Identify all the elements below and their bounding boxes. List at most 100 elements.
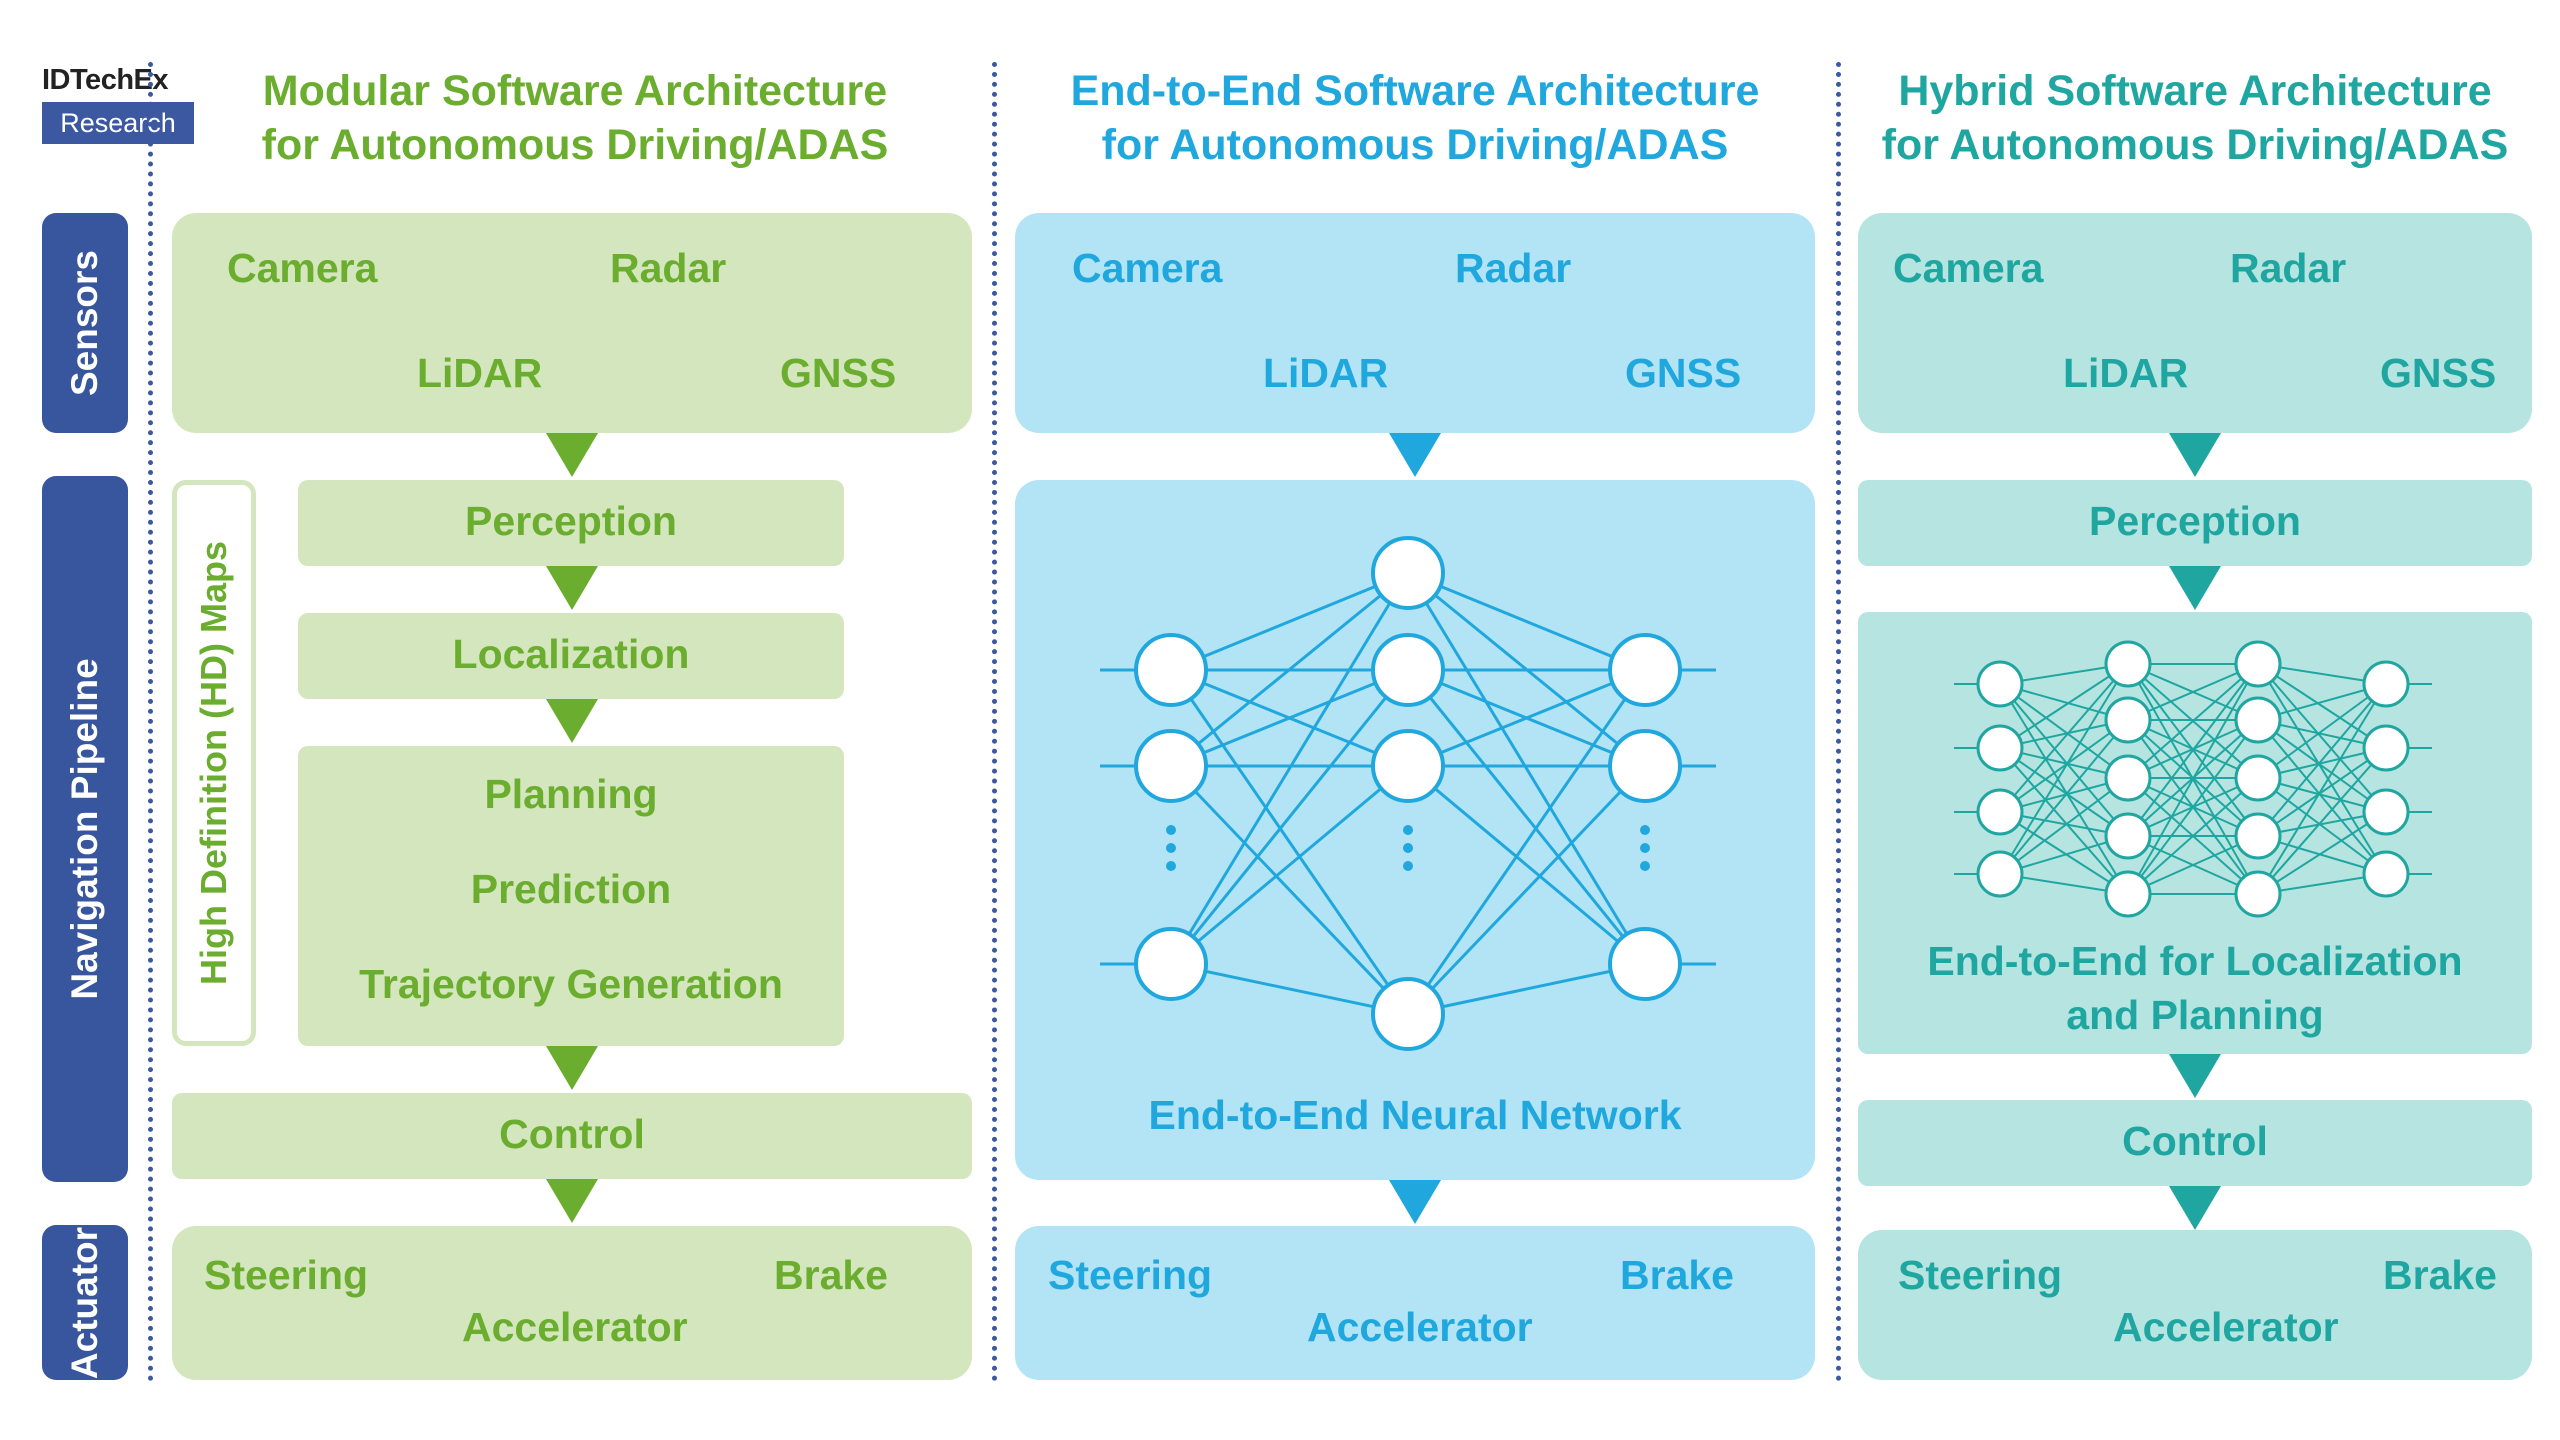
nn-connection (1170, 962, 1409, 1016)
modular-sensor-camera: Camera (227, 245, 378, 291)
e2e-actuator-brake: Brake (1620, 1252, 1734, 1298)
divider-middle (992, 62, 997, 1382)
nn-node (2234, 870, 2282, 918)
nn-connection (1170, 571, 1409, 672)
nn-connection (2257, 683, 2387, 779)
nn-node (2104, 754, 2152, 802)
hybrid-control-box: Control (1858, 1100, 2532, 1186)
nn-node (2362, 850, 2410, 898)
modular-sensor-gnss: GNSS (780, 350, 897, 396)
nn-connection (1406, 669, 1647, 965)
nn-ellipsis-dot (1640, 843, 1650, 853)
modular-heading-line2: for Autonomous Driving/ADAS (261, 121, 889, 169)
hybrid-perception-label: Perception (2089, 498, 2301, 544)
nn-node (1371, 977, 1445, 1051)
e2e-heading-line2: for Autonomous Driving/ADAS (1101, 121, 1729, 169)
nn-connection (2127, 663, 2259, 779)
nn-connection (2257, 663, 2387, 813)
nn-node (1134, 927, 1208, 1001)
hybrid-sensor-radar: Radar (2230, 245, 2347, 291)
nn-connection (2257, 747, 2387, 837)
modular-heading-line1: Modular Software Architecture (262, 67, 888, 115)
side-label-actuator: Actuator (42, 1225, 128, 1380)
e2e-sensors-box: Camera Radar LiDAR GNSS (1015, 213, 1815, 433)
modular-arrow-5 (546, 1179, 598, 1223)
e2e-sensor-radar: Radar (1455, 245, 1572, 291)
nn-connection (1999, 683, 2129, 895)
e2e-sensor-camera: Camera (1072, 245, 1223, 291)
nn-connection (2127, 777, 2259, 895)
modular-localization-box: Localization (298, 613, 844, 699)
nn-connection (1999, 811, 2129, 895)
nn-connection (1406, 764, 1647, 1016)
nn-node (1608, 927, 1682, 1001)
hybrid-arrow-3 (2169, 1054, 2221, 1098)
modular-planning-label: Planning (484, 771, 658, 817)
logo-research: Research (42, 102, 194, 144)
hybrid-e2e-label-line2: and Planning (2066, 992, 2324, 1038)
nn-connection (1170, 668, 1409, 768)
nn-connection (1169, 669, 1410, 965)
divider-right (1836, 62, 1841, 1382)
e2e-neural-network-icon (1100, 536, 1716, 1051)
nn-connection (2257, 663, 2387, 875)
nn-node (2104, 640, 2152, 688)
side-label-sensors: Sensors (42, 213, 128, 433)
nn-node (2234, 754, 2282, 802)
hybrid-sensor-gnss: GNSS (2380, 350, 2497, 396)
nn-connection (1407, 571, 1646, 672)
nn-ellipsis-dot (1640, 825, 1650, 835)
nn-node (1371, 536, 1445, 610)
modular-arrow-3 (546, 699, 598, 743)
e2e-arrow-2 (1389, 1180, 1441, 1224)
hybrid-sensor-camera: Camera (1893, 245, 2044, 291)
nn-connection (1999, 663, 2129, 875)
nn-connection (2257, 719, 2387, 813)
hybrid-control-label: Control (2122, 1118, 2268, 1164)
nn-connection (1999, 747, 2129, 895)
e2e-actuator-box: Steering Brake Accelerator (1015, 1226, 1815, 1380)
e2e-heading-line1: End-to-End Software Architecture (1070, 67, 1760, 115)
divider-left (148, 62, 153, 1382)
modular-actuator-accelerator: Accelerator (462, 1304, 688, 1350)
nn-ellipsis-dot (1640, 861, 1650, 871)
modular-planning-box: Planning Prediction Trajectory Generatio… (298, 746, 844, 1046)
hybrid-heading: Hybrid Software Architecture for Autonom… (1855, 64, 2535, 172)
modular-control-label: Control (499, 1111, 645, 1157)
modular-prediction-label: Prediction (470, 866, 672, 912)
nn-ellipsis-dot (1166, 825, 1176, 835)
nn-connection (1999, 663, 2129, 813)
nn-node (2234, 696, 2282, 744)
modular-sensors-box: Camera Radar LiDAR GNSS (172, 213, 972, 433)
nn-connection (2127, 663, 2259, 837)
nn-node (2362, 788, 2410, 836)
nn-connection (1169, 764, 1410, 1016)
nn-node (2362, 724, 2410, 772)
modular-sensor-lidar: LiDAR (417, 350, 543, 396)
hybrid-arrow-4 (2169, 1186, 2221, 1230)
side-label-pipeline: Navigation Pipeline (42, 476, 128, 1182)
modular-hd-maps-box: High Definition (HD) Maps (172, 480, 256, 1046)
nn-node (2362, 660, 2410, 708)
modular-trajectory-label: Trajectory Generation (359, 961, 783, 1007)
modular-perception-label: Perception (465, 498, 677, 544)
nn-node (1976, 660, 2024, 708)
nn-node (1371, 633, 1445, 707)
nn-node (1976, 724, 2024, 772)
modular-hd-maps-label: High Definition (HD) Maps (193, 541, 234, 985)
nn-connection (1169, 572, 1410, 965)
nn-connection (1406, 669, 1647, 1015)
e2e-network-label: End-to-End Neural Network (1148, 1092, 1682, 1138)
hybrid-heading-line2: for Autonomous Driving/ADAS (1881, 121, 2509, 169)
hybrid-neural-network-icon (1954, 640, 2432, 918)
hybrid-arrow-1 (2169, 433, 2221, 477)
nn-connection (1169, 669, 1410, 1015)
nn-node (1371, 729, 1445, 803)
nn-ellipsis-dot (1403, 861, 1413, 871)
hybrid-perception-box: Perception (1858, 480, 2532, 566)
modular-arrow-1 (546, 433, 598, 477)
nn-connection (2127, 663, 2259, 721)
nn-connection (2257, 747, 2387, 895)
nn-node (1976, 850, 2024, 898)
hybrid-actuator-steering: Steering (1898, 1252, 2063, 1298)
